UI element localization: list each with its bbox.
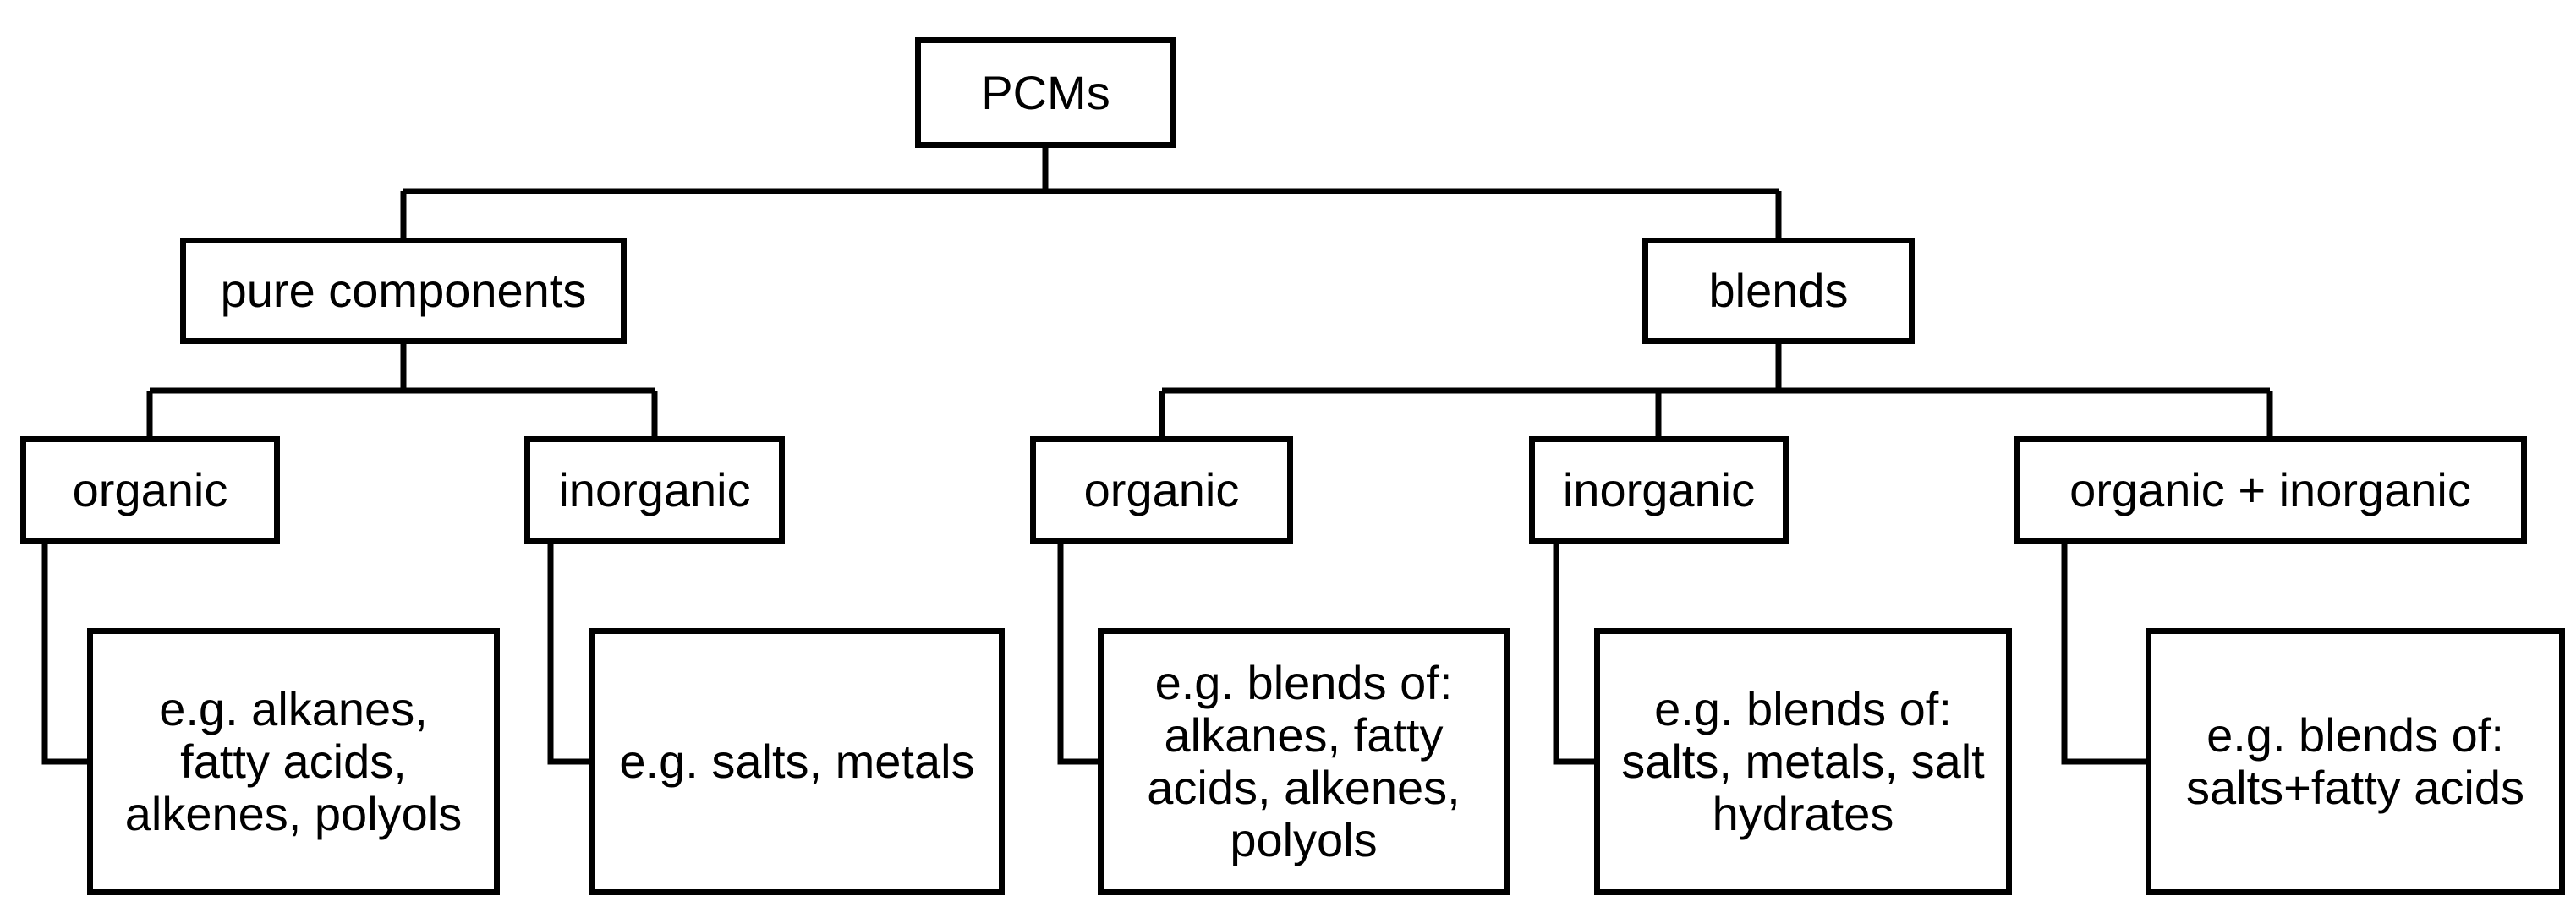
node-blends-organic-label: organic bbox=[1083, 462, 1240, 516]
node-root-label: PCMs bbox=[981, 65, 1110, 119]
connector-blends-organic-examples bbox=[1057, 538, 1100, 765]
node-blends: blends bbox=[1642, 238, 1915, 344]
node-pure-components-label: pure components bbox=[220, 264, 587, 317]
examples-blends-organic-text: e.g. blends of: alkanes, fatty acids, al… bbox=[1147, 656, 1461, 866]
node-blends-organic-inorganic: organic + inorganic bbox=[2014, 436, 2527, 544]
examples-blends-inorganic: e.g. blends of: salts, metals, salt hydr… bbox=[1594, 628, 2012, 895]
examples-blends-organic-inorganic: e.g. blends of: salts+fatty acids bbox=[2146, 628, 2565, 895]
connector-blends-orgin-examples bbox=[2061, 538, 2148, 765]
examples-pure-inorganic-text: e.g. salts, metals bbox=[619, 735, 975, 788]
node-pure-inorganic: inorganic bbox=[524, 436, 785, 544]
connector-pure-organic-examples bbox=[41, 538, 90, 765]
node-blends-organic-inorganic-label: organic + inorganic bbox=[2069, 462, 2471, 516]
examples-pure-organic: e.g. alkanes, fatty acids, alkenes, poly… bbox=[87, 628, 500, 895]
node-pure-organic-label: organic bbox=[72, 462, 228, 516]
examples-pure-organic-text: e.g. alkanes, fatty acids, alkenes, poly… bbox=[124, 682, 463, 840]
node-pure-organic: organic bbox=[20, 436, 280, 544]
examples-blends-organic: e.g. blends of: alkanes, fatty acids, al… bbox=[1098, 628, 1510, 895]
node-blends-label: blends bbox=[1708, 264, 1849, 317]
node-pure-components: pure components bbox=[180, 238, 627, 344]
node-root: PCMs bbox=[915, 37, 1176, 148]
node-blends-inorganic: inorganic bbox=[1529, 436, 1789, 544]
connector-pure-to-children bbox=[146, 344, 658, 436]
node-blends-organic: organic bbox=[1030, 436, 1293, 544]
examples-blends-organic-inorganic-text: e.g. blends of: salts+fatty acids bbox=[2186, 708, 2524, 814]
connector-pure-inorganic-examples bbox=[547, 538, 592, 765]
node-blends-inorganic-label: inorganic bbox=[1562, 462, 1756, 516]
connector-blends-to-children bbox=[1159, 344, 2273, 436]
connector-root-to-level1 bbox=[400, 148, 1782, 238]
node-pure-inorganic-label: inorganic bbox=[558, 462, 751, 516]
examples-pure-inorganic: e.g. salts, metals bbox=[589, 628, 1005, 895]
connector-blends-inorganic-examples bbox=[1553, 538, 1597, 765]
examples-blends-inorganic-text: e.g. blends of: salts, metals, salt hydr… bbox=[1621, 682, 1985, 840]
